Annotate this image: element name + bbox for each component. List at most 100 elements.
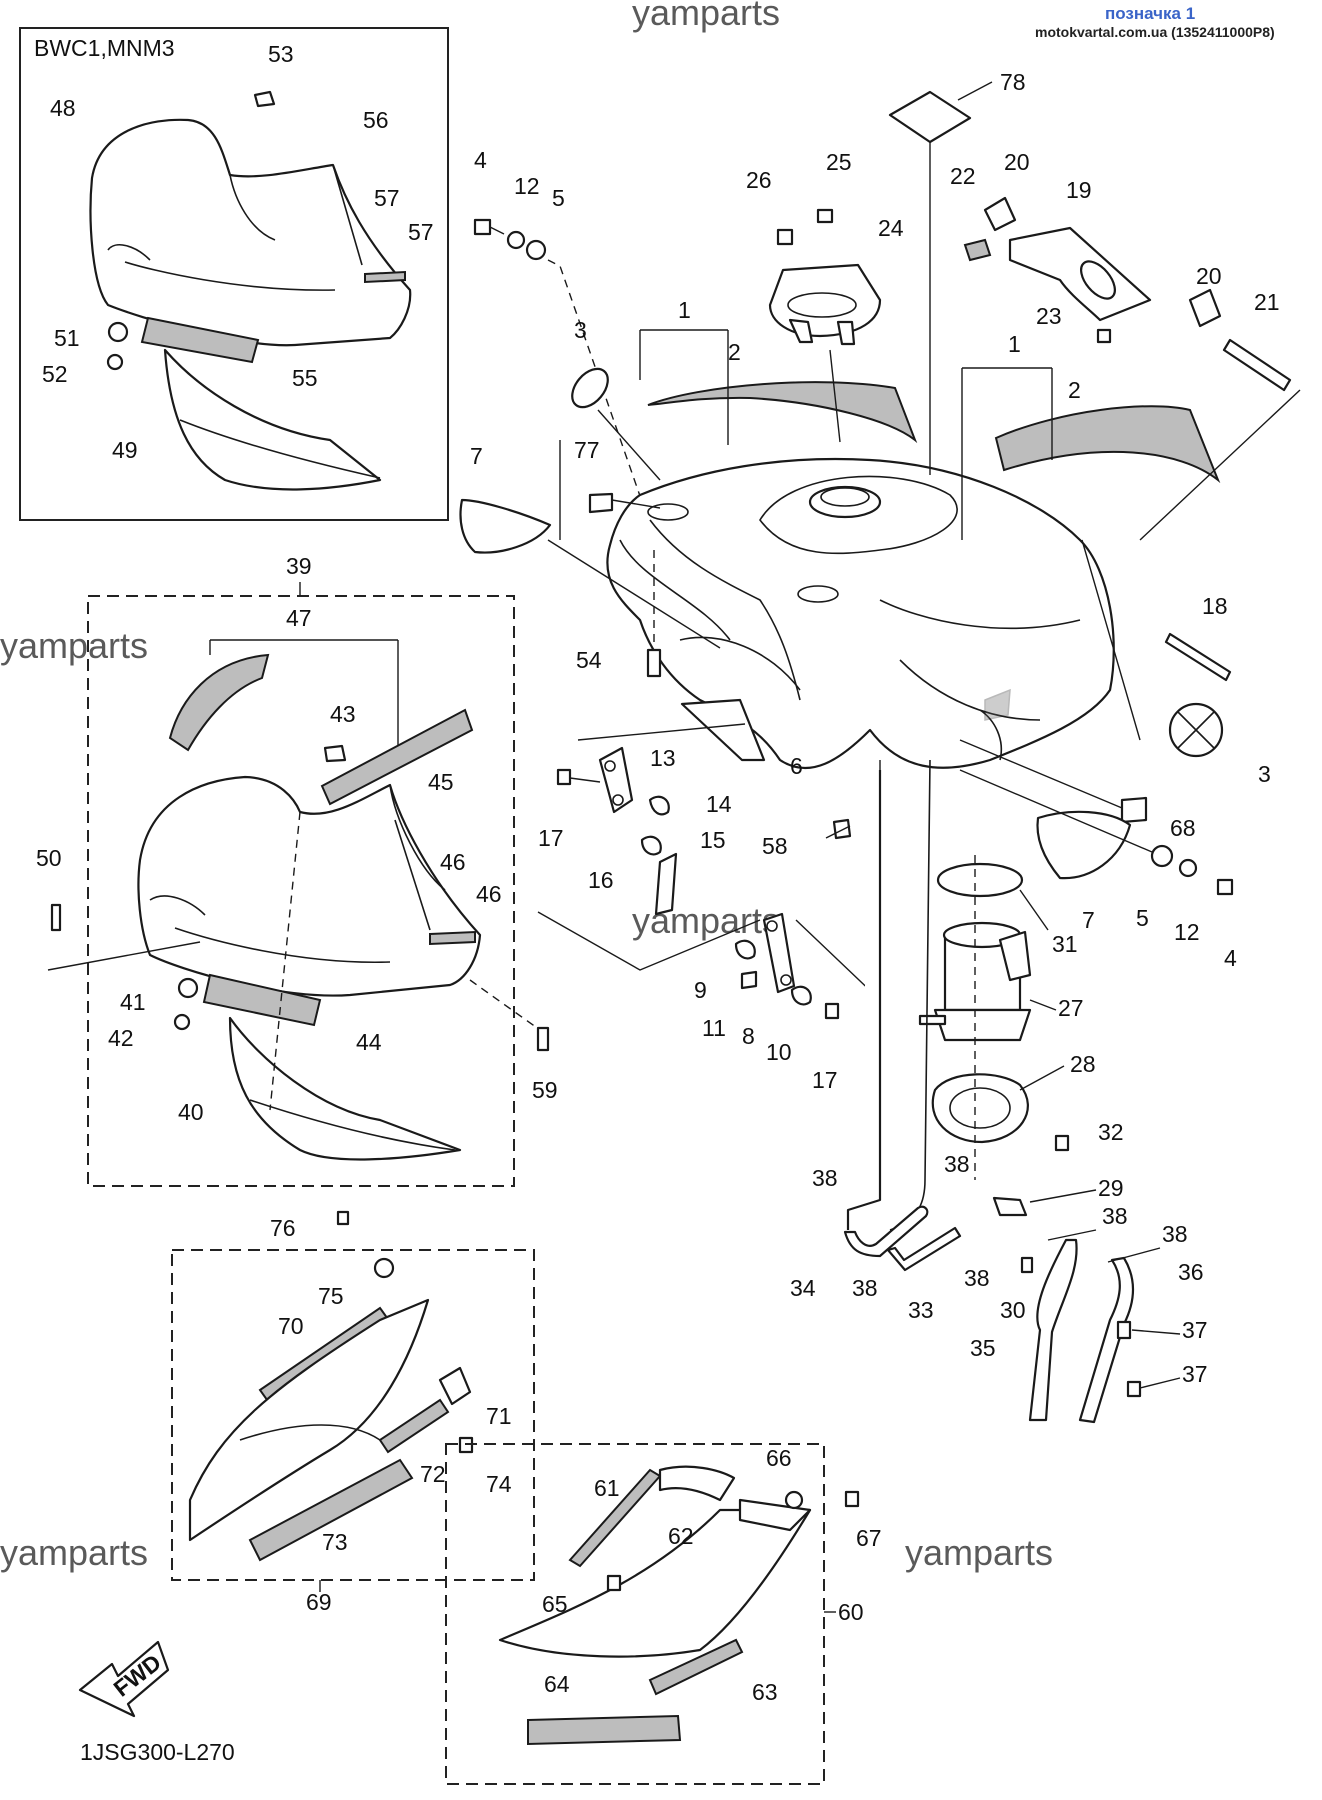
bracket-13 [598, 746, 634, 814]
callout-38f: 38 [964, 1265, 990, 1291]
bolt-17b [824, 1002, 840, 1020]
callout-37a: 37 [1182, 1317, 1208, 1343]
group-39-box [87, 595, 515, 1187]
hose-35 [1028, 1238, 1078, 1422]
callout-7a: 7 [470, 443, 483, 469]
damper-10 [790, 985, 812, 1006]
callout-49: 49 [112, 437, 138, 463]
callout-8: 8 [742, 1023, 755, 1049]
callout-52: 52 [42, 361, 68, 387]
callout-75: 75 [318, 1283, 344, 1309]
washer-66 [784, 1490, 804, 1510]
group-label-60: 60 [838, 1599, 864, 1625]
callout-17b: 17 [812, 1067, 838, 1093]
diagram-code: 1JSG300-L270 [80, 1739, 235, 1765]
callout-78: 78 [1000, 69, 1026, 95]
bolt-54 [646, 648, 662, 678]
bolt-67 [844, 1490, 860, 1508]
callout-65: 65 [542, 1591, 568, 1617]
callout-33: 33 [908, 1297, 934, 1323]
callout-1a: 1 [678, 297, 691, 323]
inset-box [19, 27, 449, 521]
header-tag: позначка 1 [1105, 4, 1196, 23]
callout-50: 50 [36, 845, 62, 871]
callout-44: 44 [356, 1029, 382, 1055]
callout-43: 43 [330, 701, 356, 727]
tank-decal-right [994, 405, 1221, 484]
callout-32: 32 [1098, 1119, 1124, 1145]
callout-19: 19 [1066, 177, 1092, 203]
callout-73: 73 [322, 1529, 348, 1555]
inset-box-title: BWC1,MNM3 [34, 35, 175, 61]
group-60-box [445, 1443, 825, 1785]
callout-27: 27 [1058, 995, 1084, 1021]
callout-10: 10 [766, 1039, 792, 1065]
callout-62: 62 [668, 1523, 694, 1549]
callout-56: 56 [363, 107, 389, 133]
bolt-59 [536, 1026, 550, 1052]
callout-58: 58 [762, 833, 788, 859]
callout-26: 26 [746, 167, 772, 193]
callout-54: 54 [576, 647, 602, 673]
callout-6: 6 [790, 753, 803, 779]
callout-74: 74 [486, 1471, 512, 1497]
cap-37a [1116, 1320, 1132, 1340]
tank-decal-left [647, 381, 918, 444]
header-source: motokvartal.com.ua (1352411000P8) [1035, 24, 1275, 40]
callout-7b: 7 [1082, 907, 1095, 933]
bracket-16 [654, 852, 678, 916]
watermark-top: yamparts [632, 0, 780, 33]
callout-14: 14 [706, 791, 732, 817]
callout-40: 40 [178, 1099, 204, 1125]
o-ring-31 [936, 862, 1024, 898]
callout-57b: 57 [408, 219, 434, 245]
callout-24: 24 [878, 215, 904, 241]
callout-42: 42 [108, 1025, 134, 1051]
callout-30: 30 [1000, 1297, 1026, 1323]
callout-12b: 12 [1174, 919, 1200, 945]
side-pad-7-left [459, 498, 552, 554]
callout-57a: 57 [374, 185, 400, 211]
callout-31: 31 [1052, 931, 1078, 957]
callout-35: 35 [970, 1335, 996, 1361]
nut-76 [336, 1210, 350, 1226]
group-label-69: 69 [306, 1589, 332, 1615]
callout-1b: 1 [1008, 331, 1021, 357]
callout-76: 76 [270, 1215, 296, 1241]
hose-34 [843, 1205, 929, 1258]
watermark-right-bottom: yamparts [905, 1532, 1053, 1573]
damper-9 [734, 939, 756, 960]
damper-14 [648, 795, 670, 816]
callout-20b: 20 [1196, 263, 1222, 289]
washer-75 [373, 1257, 395, 1279]
label-sheet-78 [888, 90, 972, 144]
callout-3a: 3 [574, 317, 587, 343]
cap-37b [1126, 1380, 1142, 1398]
callout-68: 68 [1170, 815, 1196, 841]
callout-17a: 17 [538, 825, 564, 851]
bolt-65 [606, 1574, 622, 1592]
callout-13: 13 [650, 745, 676, 771]
collar-12-bottom [1178, 858, 1198, 878]
group-label-39: 39 [286, 553, 312, 579]
callout-18: 18 [1202, 593, 1228, 619]
callout-63: 63 [752, 1679, 778, 1705]
callout-38d: 38 [1162, 1221, 1188, 1247]
callout-45: 45 [428, 769, 454, 795]
callout-55: 55 [292, 365, 318, 391]
damper-15 [640, 835, 662, 856]
callout-37b: 37 [1182, 1361, 1208, 1387]
callout-4a: 4 [474, 147, 487, 173]
callout-38e: 38 [852, 1275, 878, 1301]
callout-21: 21 [1254, 289, 1280, 315]
collar-12-top [506, 230, 526, 250]
bolt-30 [1020, 1256, 1034, 1274]
side-cover-60 [498, 1465, 812, 1746]
callout-5a: 5 [552, 185, 565, 211]
callout-46b: 46 [476, 881, 502, 907]
front-cowling [137, 653, 482, 1161]
callout-3b: 3 [1258, 761, 1271, 787]
callout-9: 9 [694, 977, 707, 1003]
callout-53: 53 [268, 41, 294, 67]
callout-5b: 5 [1136, 905, 1149, 931]
